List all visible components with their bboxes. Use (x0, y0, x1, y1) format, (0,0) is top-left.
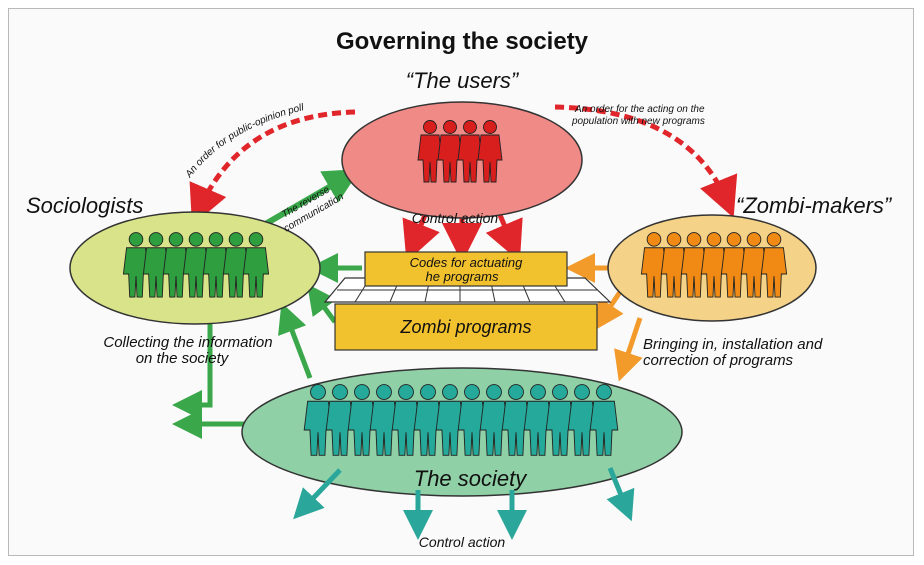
zombimakers-to-society-arrow (614, 317, 643, 382)
zombi-programs-label: Zombi programs (399, 317, 531, 337)
sociologists-people-group (122, 232, 270, 298)
zombi-maker-person-icon (700, 232, 728, 298)
programs-to-sociologists-arrow (307, 283, 338, 324)
order-poll-label: An order for public-opinion poll (183, 102, 306, 181)
society-person-icon (545, 384, 575, 456)
society-control-arrow-1 (293, 468, 342, 520)
society-label: The society (414, 466, 528, 491)
zombimakers-to-programs-arrow (594, 290, 624, 331)
society-person-icon (303, 384, 333, 456)
zombi-makers-label: “Zombi-makers” (736, 193, 893, 218)
zombi-makers-people-group (640, 232, 788, 298)
user-person-icon (457, 120, 483, 183)
bringing-label-line2: correction of programs (643, 352, 794, 369)
society-person-icon (589, 384, 619, 456)
sociologist-person-icon (142, 232, 170, 298)
zombi-programs-box (334, 303, 598, 351)
codes-box (364, 251, 568, 287)
order-acting-label-line1: An order for the acting on the (574, 104, 705, 115)
order-acting-label-line2: population with new programs (571, 116, 705, 127)
codes-box-label-line1: Codes for actuating (410, 255, 524, 270)
zombi-maker-person-icon (680, 232, 708, 298)
society-person-icon (501, 384, 531, 456)
users-people-group (417, 120, 503, 183)
collecting-label-line2: on the society (136, 350, 230, 367)
codes-box-label-line2: he programs (426, 269, 499, 284)
order-acting-arrow (554, 104, 738, 218)
society-person-icon (413, 384, 443, 456)
users-label: “The users” (406, 68, 520, 93)
zombi-maker-person-icon (760, 232, 788, 298)
society-person-icon (435, 384, 465, 456)
collecting-label-line1: Collecting the information (103, 334, 272, 351)
control-arrow-3 (485, 214, 523, 262)
sociologist-person-icon (162, 232, 190, 298)
order-poll-arrow (189, 109, 356, 226)
society-control-arrow-4 (606, 467, 635, 522)
society-to-sociologists-arrow (278, 302, 313, 379)
zombi-maker-person-icon (740, 232, 768, 298)
control-action-top-label: Control action (412, 210, 499, 226)
reverse-communication-arrow (253, 168, 361, 233)
society-ellipse (241, 367, 683, 497)
control-arrow-1 (402, 214, 440, 262)
society-people-group (303, 384, 619, 456)
user-person-icon (477, 120, 503, 183)
sociologist-person-icon (242, 232, 270, 298)
zombi-maker-person-icon (640, 232, 668, 298)
sociologist-person-icon (182, 232, 210, 298)
zombi-maker-person-icon (660, 232, 688, 298)
sociologist-person-icon (122, 232, 150, 298)
control-action-bottom-label: Control action (419, 534, 506, 550)
bringing-label-line1: Bringing in, installation and (643, 336, 823, 353)
society-person-icon (369, 384, 399, 456)
sociologists-label: Sociologists (26, 193, 143, 218)
sociologists-out-arrow (172, 300, 213, 420)
diagram-title: Governing the society (336, 28, 589, 55)
